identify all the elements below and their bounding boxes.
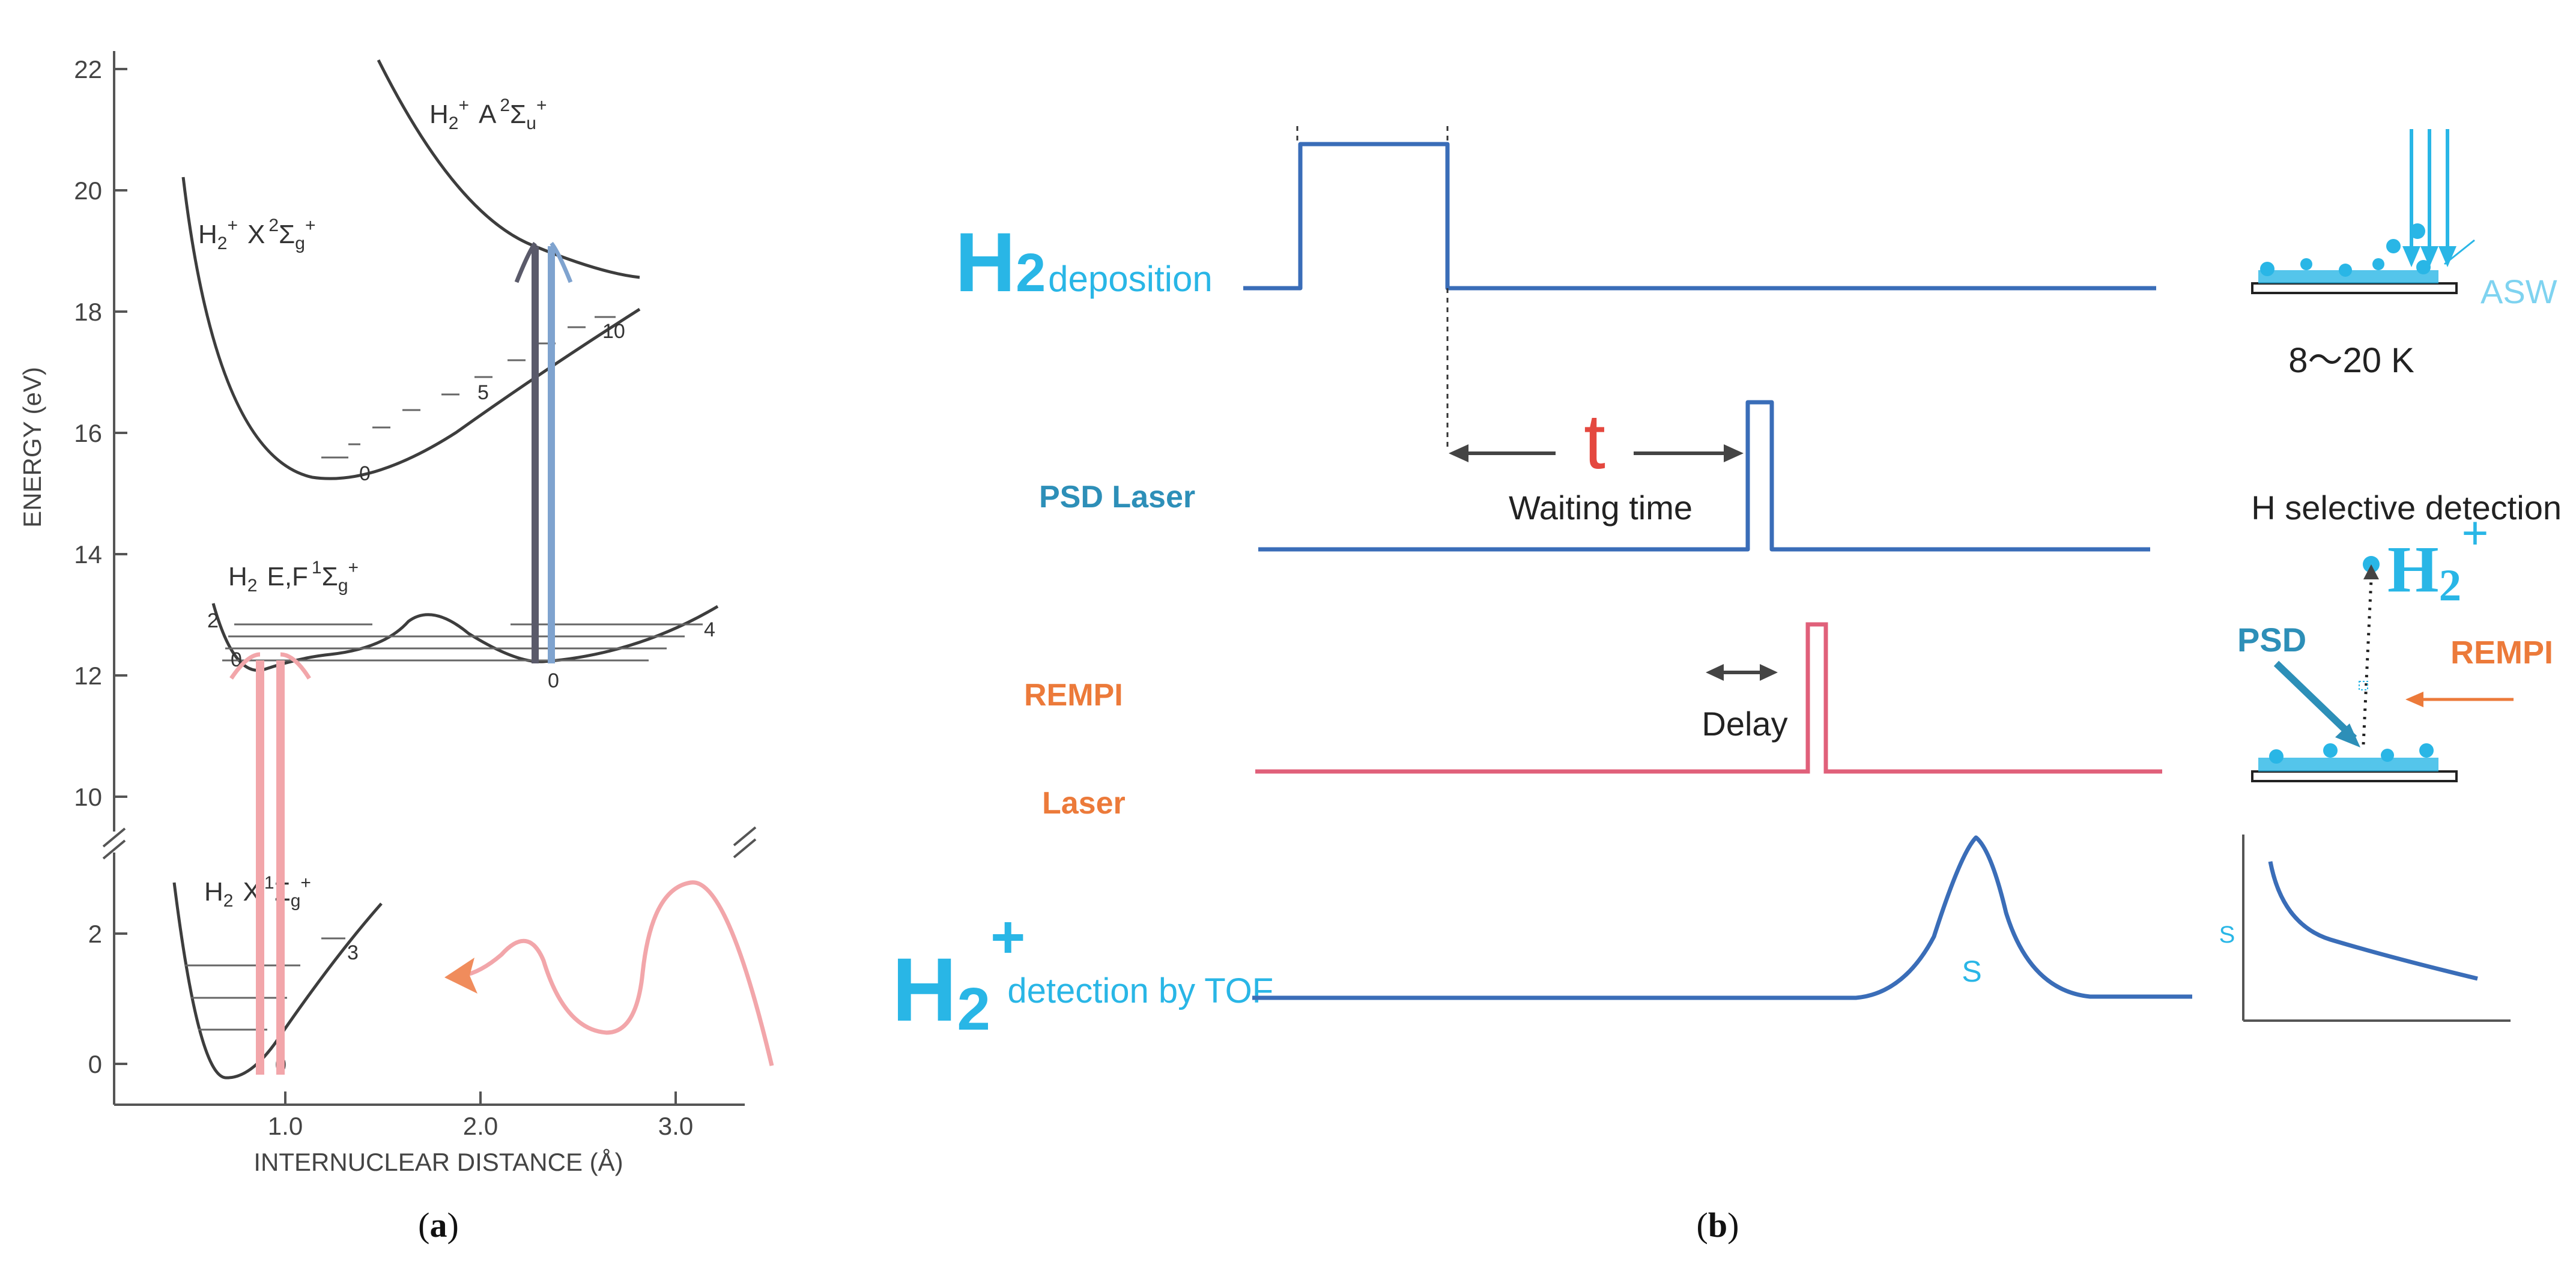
ground-vib-levels (185, 937, 345, 1031)
panel-a-axis-break-right-2 (733, 838, 757, 859)
panel-a-axis-break-left-2 (102, 839, 126, 860)
rempi-pulse-trace (1255, 622, 2162, 774)
deposition-pulse-trace (1243, 142, 2156, 291)
y-tick-0: 0 (88, 1050, 102, 1078)
selective-detection-label: H selective detection (2251, 489, 2562, 527)
ion-path (2362, 579, 2373, 745)
ion-v0-label: 0 (359, 462, 371, 485)
detection-substrate (2251, 770, 2458, 782)
ef-v2-label: 2 (207, 609, 219, 632)
y-tick-20: 20 (74, 177, 102, 205)
asw-layer (2258, 270, 2438, 283)
panel-b-caption: (b) (1697, 1206, 1739, 1245)
rempi-sketch-label: REMPI (2450, 635, 2553, 671)
x-tick-2: 2.0 (463, 1112, 498, 1140)
wait-time-symbol: t (1584, 397, 1605, 485)
asw-label: ASW (2481, 273, 2557, 310)
y-tick-10: 10 (74, 783, 102, 811)
decay-plot-ylabel: S (2219, 922, 2235, 948)
deposition-sketch: ASW 8～20 K (2251, 129, 2557, 380)
psd-pulse-trace (1258, 400, 2150, 552)
desorption-wave (462, 880, 774, 1066)
psd-beam (2273, 660, 2357, 741)
panel-a-x-ticks: 1.0 2.0 3.0 (268, 1091, 693, 1140)
deposition-label: H2deposition (955, 215, 1213, 309)
y-tick-12: 12 (74, 662, 102, 690)
y-tick-18: 18 (74, 298, 102, 326)
ion-v5-label: 5 (477, 381, 489, 404)
panel-a-y-ticks-lower: 2 0 (88, 920, 127, 1078)
panel-a-axis-break-right (733, 826, 757, 847)
delay-label: Delay (1702, 705, 1787, 743)
detection-label: H2+detection by TOF (892, 904, 1273, 1043)
rempi-label-line2: Laser (1042, 786, 1126, 821)
panel-a-caption: (a) (418, 1206, 459, 1245)
x-tick-1: 1.0 (268, 1112, 303, 1140)
ef-v0-right-label: 0 (548, 669, 559, 692)
panel-a-y-ticks-upper: 22 20 18 16 14 12 10 (74, 55, 127, 811)
decay-curve (2268, 861, 2478, 981)
delay-arrow (1706, 664, 1778, 681)
asw-substrate (2251, 282, 2458, 294)
panel-a: 22 20 18 16 14 12 10 2 0 1.0 2.0 3.0 ENE… (18, 51, 774, 1245)
detection-sketch: H selective detection H2+ PSD REMPI (2237, 489, 2562, 782)
panel-b: H2deposition PSD Laser t Waiting time RE… (892, 126, 2562, 1245)
ground-v3-label: 3 (347, 941, 359, 964)
y-tick-16: 16 (74, 419, 102, 447)
panel-a-ylabel: ENERGY (eV) (18, 367, 46, 528)
psd-laser-label: PSD Laser (1039, 480, 1195, 515)
waiting-time-label: Waiting time (1509, 489, 1693, 527)
ion-X-state-curve (181, 177, 641, 480)
y-tick-2: 2 (88, 920, 102, 948)
ionization-arrows (514, 241, 573, 663)
psd-sketch-label: PSD (2237, 621, 2306, 659)
two-photon-excitation-arrows (229, 652, 311, 1075)
ef-v4-label: 4 (704, 618, 715, 641)
ion-v10-label: 10 (602, 320, 625, 343)
decay-plot-sketch: S (2219, 835, 2511, 1022)
ion-A-state-curve (377, 59, 640, 279)
panel-a-xlabel: INTERNUCLEAR DISTANCE (Å) (253, 1148, 623, 1176)
tof-signal-trace (1252, 835, 2192, 1000)
temperature-label: 8～20 K (2288, 341, 2414, 380)
ion-X-vib-levels (321, 316, 616, 459)
ion-label: H2+ (2387, 507, 2489, 611)
waiting-time-arrow (1449, 444, 1744, 462)
desorption-arrow-head (444, 958, 477, 994)
y-tick-14: 14 (74, 540, 102, 569)
panel-a-axis-break-left (102, 827, 126, 848)
ground-state-curve (172, 882, 383, 1079)
y-tick-22: 22 (74, 55, 102, 83)
rempi-label-line1: REMPI (1024, 678, 1123, 713)
ground-state-label: H2X1Σg+ (204, 873, 311, 911)
x-tick-3: 3.0 (658, 1112, 693, 1140)
peak-label: S (1962, 955, 1981, 988)
